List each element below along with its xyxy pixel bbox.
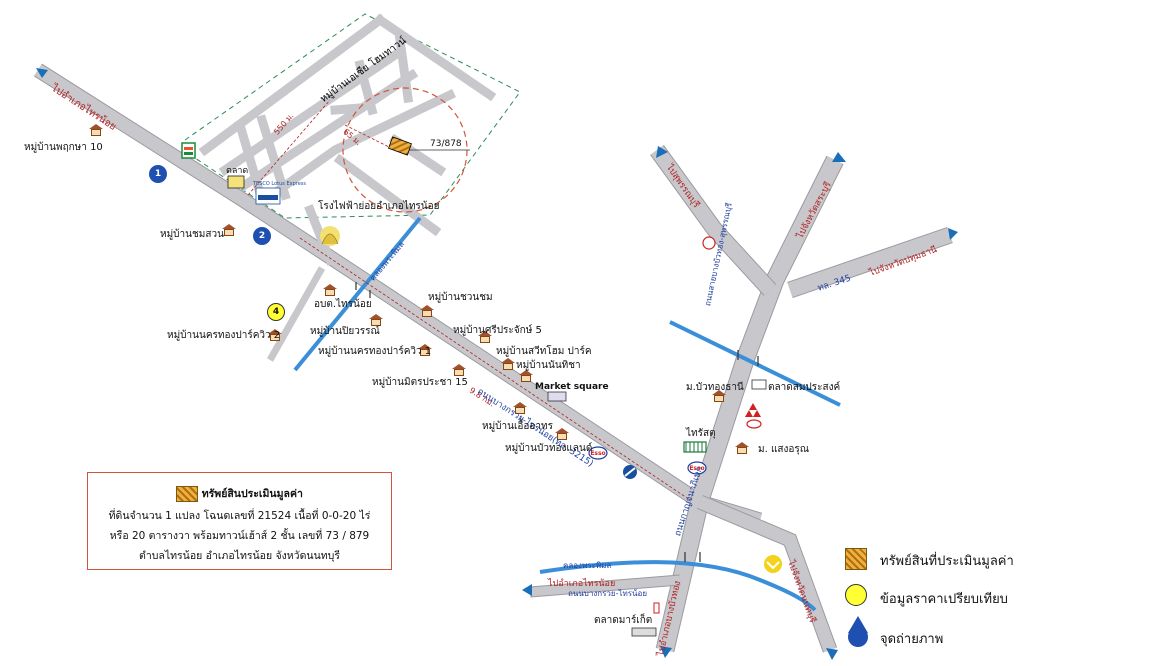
- label-market-square: Market square: [535, 382, 609, 392]
- label-moo-mitprachak: หมู่บ้านมิตรประชา 15: [372, 377, 468, 388]
- village-icon: [268, 329, 282, 341]
- infobox-line1: ที่ดินจำนวน 1 แปลง โฉนดเลขที่ 21524 เนื้…: [108, 510, 371, 522]
- label-moo-chomsuan: หมู่บ้านชมสวน: [160, 229, 224, 240]
- shop-icon: [683, 441, 707, 453]
- canal-right: [669, 320, 841, 407]
- talad-somprasong-icon: [751, 379, 767, 390]
- label-moo-uea-athon: หมู่บ้านเอื้ออาทร: [482, 421, 553, 432]
- svg-text:Esso: Esso: [590, 450, 605, 457]
- legend-appraised-label: ทรัพย์สินที่ประเมินมูลค่า: [880, 554, 1014, 569]
- label-to-amphoe-s: ไปอำเภอไทรน้อย: [548, 579, 616, 589]
- village-icon: [735, 442, 749, 454]
- legend-appraised-icon: [845, 548, 867, 570]
- toyota-icon: [746, 419, 762, 429]
- label-moo-sweethome: หมู่บ้านสวีทโฮม ปาร์ค: [496, 346, 592, 357]
- village-icon: [452, 364, 466, 376]
- canal-bottom: [539, 560, 817, 612]
- property-info-box: ทรัพย์สินประเมินมูลค่า ที่ดินจำนวน 1 แปล…: [87, 472, 392, 570]
- photo-point-1: 1: [149, 165, 167, 183]
- label-talad-somprasong: ตลาดสมประสงค์: [768, 382, 841, 393]
- infobox-line2: หรือ 20 ตารางวา พร้อมทาวน์เฮ้าส์ 2 ชั้น …: [109, 530, 370, 542]
- village-icon: [323, 284, 337, 296]
- label-moo-chuanchom: หมู่บ้านชวนชม: [428, 292, 493, 303]
- svg-text:Esso: Esso: [689, 465, 704, 472]
- pt-station-icon: [702, 236, 716, 250]
- label-obt: อบต.ไทรน้อย: [314, 299, 372, 310]
- label-sai-sathu: ไทรัสตุ: [686, 428, 716, 439]
- infobox-title: ทรัพย์สินประเมินมูลค่า: [201, 488, 303, 500]
- label-moo-saengarun: ม. แสงอรุณ: [758, 444, 810, 455]
- substation-icon: [320, 226, 340, 246]
- photo-point-2: 2: [253, 227, 271, 245]
- village-icon: [501, 358, 515, 370]
- village-icon: [369, 314, 383, 326]
- talad-market-icon: [631, 627, 657, 637]
- label-talad-market: ตลาดมาร์เก็ต: [594, 615, 653, 626]
- label-moo-nanthicha: หมู่บ้านนันทิชา: [516, 360, 581, 371]
- legend-photo-icon: [848, 616, 868, 647]
- bank-icon: [764, 555, 782, 573]
- canal-left: [293, 216, 422, 372]
- soi-comparison: [266, 266, 326, 362]
- seven-eleven-icon: [181, 142, 196, 159]
- legend-comparison-label: ข้อมูลราคาเปรียบเทียบ: [880, 592, 1008, 607]
- mitsubishi-icon: [745, 403, 761, 417]
- label-bangkruai-road: ถนนบางกรวย-ไทรน้อย: [568, 589, 648, 598]
- direction-arrows: [36, 68, 958, 660]
- infobox-line3: ตำบลไทรน้อย อำเภอไทรน้อย จังหวัดนนทบุรี: [139, 550, 340, 562]
- label-moo-piyawan: หมู่บ้านปิยวรรณ์: [310, 326, 380, 337]
- village-icon: [420, 305, 434, 317]
- label-moo-nakhonthong-1: หมู่บ้านนครทองปาร์ควิว 1: [318, 346, 432, 357]
- esso-icons: Esso Esso: [588, 446, 707, 475]
- property-marker: [388, 136, 412, 156]
- label-moo-buathong-land: หมู่บ้านบัวทองแลนด์: [505, 443, 593, 454]
- comparison-point-4: 4: [267, 303, 285, 321]
- label-substation: โรงไฟฟ้าย่อยอำเภอไทรน้อย: [318, 201, 440, 212]
- legend-comparison-icon: [845, 584, 867, 606]
- village-icon: [513, 402, 527, 414]
- legend-photo-label: จุดถ่ายภาพ: [880, 632, 944, 647]
- appraised-property-icon: [176, 486, 199, 502]
- label-plot-no: 73/878: [430, 139, 462, 149]
- village-icon: [519, 370, 533, 382]
- village-icon: [222, 224, 236, 236]
- label-moo-buathongthani: ม.บัวทองธานี: [686, 382, 744, 393]
- village-icon: [418, 344, 432, 356]
- label-moo-pruksa: หมู่บ้านพฤกษา 10: [24, 142, 103, 153]
- label-moo-nakhonthong-2: หมู่บ้านนครทองปาร์ควิว 2: [167, 330, 281, 341]
- label-moo-sriprachak: หมู่บ้านศรีประจักษ์ 5: [453, 325, 542, 336]
- label-tesco: TESCO Lotus Express: [253, 181, 307, 187]
- village-icon: [89, 124, 103, 136]
- pin-icon: [653, 602, 660, 614]
- village-icon: [555, 428, 569, 440]
- market-square-icon: [547, 391, 567, 402]
- label-talad: ตลาด: [226, 166, 249, 176]
- village-icon: [712, 390, 726, 402]
- label-canal-bottom: คลองพระพิมล: [563, 561, 612, 570]
- market-icon: [227, 175, 245, 189]
- village-icon: [478, 331, 492, 343]
- area-boundary: [184, 13, 521, 219]
